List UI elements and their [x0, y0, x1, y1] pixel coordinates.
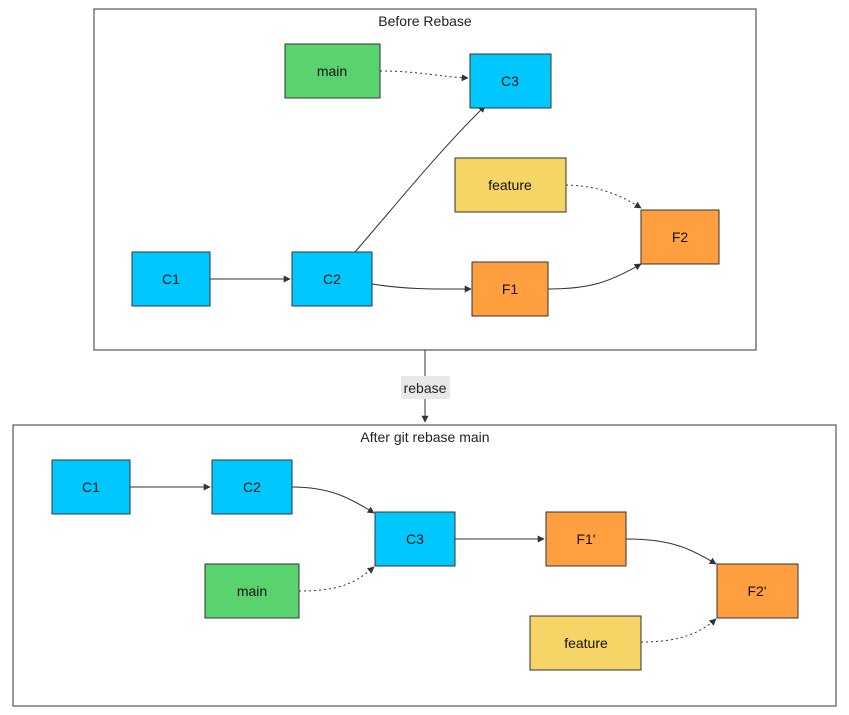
node-after-f1p-box	[545, 511, 627, 567]
edge-after-c2-to-c3	[291, 486, 375, 514]
edge-f1-to-f2	[547, 263, 642, 290]
node-before-f1-box	[471, 261, 549, 317]
node-after-feature-label: feature	[564, 635, 608, 651]
edge-after-feature-to-f2p	[640, 618, 717, 643]
node-before-main-label: main	[317, 63, 347, 79]
node-before-feature-box	[454, 157, 567, 213]
rebase-label: rebase	[404, 380, 447, 396]
node-before-c3: C3	[469, 53, 552, 109]
node-after-c2-box	[211, 459, 293, 515]
before-edges	[210, 70, 642, 293]
node-after-c3: C3	[374, 511, 456, 567]
node-after-c1-box	[51, 459, 131, 515]
node-before-f2-label: F2	[672, 229, 689, 245]
node-after-feature: feature	[529, 615, 642, 671]
node-before-c2-box	[291, 251, 373, 307]
node-before-f1-label: F1	[502, 281, 519, 297]
cluster-before-title: Before Rebase	[378, 13, 472, 29]
node-after-f1p: F1'	[545, 511, 627, 567]
node-after-f2p: F2'	[716, 563, 799, 619]
node-after-c3-box	[374, 511, 456, 567]
node-after-c1-label: C1	[82, 479, 100, 495]
node-before-main: main	[284, 43, 381, 99]
node-before-f2-box	[640, 209, 720, 265]
node-before-c2: C2	[291, 251, 373, 307]
node-before-c3-label: C3	[501, 73, 519, 89]
edge-after-f1p-to-f2p	[625, 538, 717, 565]
node-before-c1-box	[131, 251, 211, 307]
rebase-transition: rebase	[401, 350, 450, 423]
node-after-c2-label: C2	[243, 479, 261, 495]
node-after-feature-box	[529, 615, 642, 671]
node-after-c1: C1	[51, 459, 131, 515]
node-before-c2-label: C2	[323, 271, 341, 287]
edge-c2-to-f1	[371, 283, 472, 293]
node-after-c2: C2	[211, 459, 293, 515]
node-before-feature-label: feature	[488, 177, 532, 193]
after-edges	[130, 483, 717, 643]
node-after-f2p-label: F2'	[747, 583, 766, 599]
node-before-feature: feature	[454, 157, 567, 213]
node-before-c1-label: C1	[162, 271, 180, 287]
edge-main-to-c3	[379, 70, 469, 82]
node-after-main-label: main	[237, 583, 267, 599]
rebase-label-bg	[401, 376, 450, 399]
node-before-c1: C1	[131, 251, 211, 307]
node-after-main-box	[204, 563, 300, 619]
node-before-f1: F1	[471, 261, 549, 317]
edge-after-main-to-c3	[298, 566, 375, 592]
cluster-after-title: After git rebase main	[360, 429, 489, 445]
node-after-c3-label: C3	[406, 531, 424, 547]
edge-c2-to-c3	[354, 105, 486, 253]
node-before-main-box	[284, 43, 381, 99]
node-after-f1p-label: F1'	[576, 531, 595, 547]
node-after-f2p-box	[716, 563, 799, 619]
node-after-main: main	[204, 563, 300, 619]
node-before-c3-box	[469, 53, 552, 109]
node-before-f2: F2	[640, 209, 720, 265]
